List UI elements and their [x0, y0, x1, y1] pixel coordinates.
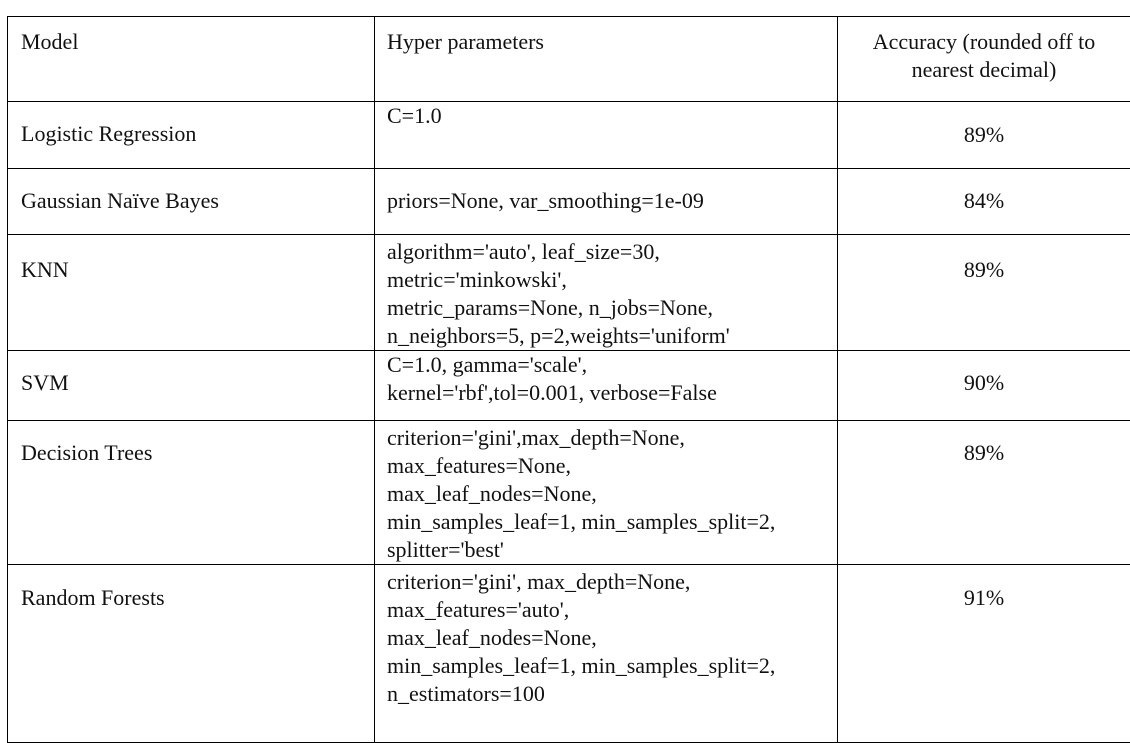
accuracy-cell: 89% [838, 235, 1130, 351]
model-name: Decision Trees [21, 440, 152, 465]
accuracy-value: 89% [964, 440, 1004, 465]
header-row: Model Hyper parameters Accuracy (rounded… [8, 17, 1130, 102]
accuracy-value: 84% [964, 188, 1004, 213]
hyperparameters-cell: criterion='gini',max_depth=None, max_fea… [375, 421, 838, 565]
accuracy-cell: 84% [838, 169, 1130, 235]
model-name: Random Forests [21, 585, 165, 610]
hyperparameter-line: max_leaf_nodes=None, [387, 480, 837, 508]
hyperparameter-line: algorithm='auto', leaf_size=30, [387, 238, 837, 266]
hyperparameter-line: C=1.0, gamma='scale', [387, 351, 837, 379]
model-cell: Logistic Regression [8, 102, 375, 169]
hyperparameters-cell: C=1.0, gamma='scale', kernel='rbf',tol=0… [375, 351, 838, 421]
table-row: Decision Trees criterion='gini',max_dept… [8, 421, 1130, 565]
model-name: Gaussian Naïve Bayes [21, 188, 219, 213]
hyperparameter-line: C=1.0 [387, 102, 837, 130]
table-row: KNN algorithm='auto', leaf_size=30, metr… [8, 235, 1130, 351]
accuracy-value: 89% [964, 257, 1004, 282]
model-cell: KNN [8, 235, 375, 351]
results-table: Model Hyper parameters Accuracy (rounded… [7, 16, 1130, 743]
header-model-label: Model [21, 29, 78, 54]
hyperparameter-line: max_features='auto', [387, 596, 837, 624]
accuracy-cell: 89% [838, 102, 1130, 169]
table-row: Logistic Regression C=1.0 89% [8, 102, 1130, 169]
hyperparameter-line: max_leaf_nodes=None, [387, 624, 837, 652]
accuracy-value: 91% [964, 585, 1004, 610]
header-accuracy-line2: nearest decimal) [838, 56, 1130, 84]
table-row: Gaussian Naïve Bayes priors=None, var_sm… [8, 169, 1130, 235]
hyperparameter-line: priors=None, var_smoothing=1e-09 [387, 187, 837, 215]
hyperparameter-line: n_neighbors=5, p=2,weights='uniform' [387, 322, 837, 350]
hyperparameter-line: metric='minkowski', [387, 266, 837, 294]
hyperparameter-line: criterion='gini', max_depth=None, [387, 568, 837, 596]
model-name: SVM [21, 370, 69, 395]
hyperparameters-cell: C=1.0 [375, 102, 838, 169]
model-cell: Decision Trees [8, 421, 375, 565]
hyperparameter-line: n_estimators=100 [387, 680, 837, 708]
hyperparameters-cell: priors=None, var_smoothing=1e-09 [375, 169, 838, 235]
header-accuracy: Accuracy (rounded off to nearest decimal… [838, 17, 1130, 102]
hyperparameters-cell: algorithm='auto', leaf_size=30, metric='… [375, 235, 838, 351]
hyperparameter-line: max_features=None, [387, 452, 837, 480]
hyperparameter-line: kernel='rbf',tol=0.001, verbose=False [387, 379, 837, 407]
header-accuracy-line1: Accuracy (rounded off to [838, 28, 1130, 56]
model-name: KNN [21, 257, 69, 282]
accuracy-cell: 91% [838, 565, 1130, 743]
hyperparameter-line: min_samples_leaf=1, min_samples_split=2, [387, 652, 837, 680]
model-cell: SVM [8, 351, 375, 421]
hyperparameter-line: splitter='best' [387, 536, 837, 564]
model-name: Logistic Regression [21, 121, 196, 146]
hyperparameter-line: criterion='gini',max_depth=None, [387, 424, 837, 452]
header-hyper-label: Hyper parameters [387, 29, 544, 54]
accuracy-cell: 90% [838, 351, 1130, 421]
model-cell: Gaussian Naïve Bayes [8, 169, 375, 235]
table-row: SVM C=1.0, gamma='scale', kernel='rbf',t… [8, 351, 1130, 421]
accuracy-value: 89% [964, 122, 1004, 147]
accuracy-cell: 89% [838, 421, 1130, 565]
table-row: Random Forests criterion='gini', max_dep… [8, 565, 1130, 743]
hyperparameters-cell: criterion='gini', max_depth=None, max_fe… [375, 565, 838, 743]
accuracy-value: 90% [964, 370, 1004, 395]
header-hyper-parameters: Hyper parameters [375, 17, 838, 102]
hyperparameter-line: metric_params=None, n_jobs=None, [387, 294, 837, 322]
header-model: Model [8, 17, 375, 102]
model-cell: Random Forests [8, 565, 375, 743]
hyperparameter-line: min_samples_leaf=1, min_samples_split=2, [387, 508, 837, 536]
